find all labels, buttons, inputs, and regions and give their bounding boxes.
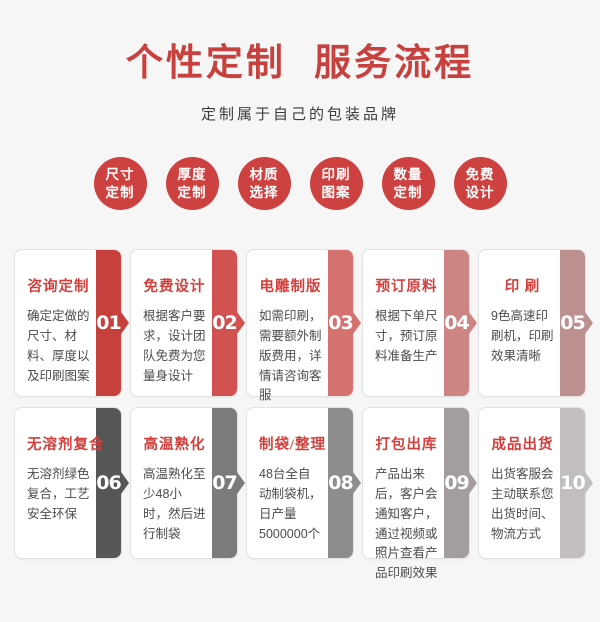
step-content: 印 刷 9色高速印刷机，印刷效果清晰	[479, 250, 560, 396]
arrow-right-icon	[469, 472, 477, 495]
step-title: 无溶剂复合	[27, 437, 105, 454]
step-number-bar	[96, 408, 121, 559]
step-content: 预订原料根据下单尺寸，预订原料准备生产	[363, 250, 444, 396]
feature-circle: 尺寸定制	[93, 157, 147, 211]
feature-circle-line2: 图案	[321, 184, 351, 200]
step-number-bar	[444, 250, 469, 397]
step-content: 成品出货出货客服会主动联系您出货时间、物流方式	[479, 408, 560, 558]
arrow-right-icon	[237, 472, 245, 495]
step-title: 免费设计	[143, 279, 206, 296]
step-description: 48台全自动制袋机，日产量5000000个	[259, 467, 322, 541]
step-number: 02	[212, 312, 237, 335]
step-number: 01	[96, 312, 121, 335]
step-description: 如需印刷，需要额外制版费用，详情请咨询客服	[259, 309, 322, 403]
feature-circle: 免费设计	[453, 157, 507, 211]
step-description: 9色高速印刷机，印刷效果清晰	[491, 309, 554, 363]
feature-circle: 数量定制	[381, 157, 435, 211]
feature-circle-line2: 定制	[105, 184, 135, 200]
feature-circle-line1: 尺寸	[105, 167, 135, 183]
arrow-right-icon	[585, 472, 593, 495]
step-description: 根据客户要求，设计团队免费为您量身设计	[143, 309, 206, 383]
step-number-bar	[444, 408, 469, 559]
step-content: 打包出库产品出来后，客户会通知客户，通过视频或照片查看产品印刷效果	[363, 408, 444, 580]
feature-circle: 印刷图案	[309, 157, 363, 211]
step-title: 咨询定制	[27, 279, 90, 296]
step-content: 咨询定制确定定做的尺寸、材料、厚度以及印刷图案	[15, 250, 96, 396]
step-card: 05 印 刷 9色高速印刷机，印刷效果清晰	[478, 249, 593, 398]
feature-circles: 尺寸定制厚度定制材质选择印刷图案数量定制免费设计	[0, 157, 600, 211]
step-number: 07	[212, 472, 237, 495]
step-description: 根据下单尺寸，预订原料准备生产	[375, 309, 438, 363]
feature-circle-line1: 免费	[465, 167, 495, 183]
step-number-bar	[560, 250, 585, 397]
step-number-bar	[212, 250, 237, 397]
header: 个性定制 服务流程 定制属于自己的包装品牌	[0, 0, 600, 124]
arrow-right-icon	[585, 312, 593, 335]
feature-circle-line2: 选择	[249, 184, 279, 200]
step-number-bar	[212, 408, 237, 559]
step-number: 03	[328, 312, 353, 335]
step-title: 打包出库	[375, 437, 438, 454]
step-number: 04	[444, 312, 469, 335]
feature-circle: 材质选择	[237, 157, 291, 211]
step-number-bar	[560, 408, 585, 559]
feature-circle-line2: 定制	[177, 184, 207, 200]
arrow-right-icon	[237, 312, 245, 335]
step-title: 电雕制版	[259, 279, 322, 296]
step-card: 08 制袋/整理 48台全自动制袋机，日产量5000000个	[246, 407, 361, 560]
step-number-bar	[328, 408, 353, 559]
step-number-bar	[328, 250, 353, 397]
arrow-right-icon	[469, 312, 477, 335]
page-title: 个性定制 服务流程	[125, 43, 475, 84]
step-number: 10	[560, 472, 585, 495]
step-number: 06	[96, 472, 121, 495]
feature-circle-line1: 印刷	[321, 167, 351, 183]
step-content: 高温熟化高温熟化至少48小时，然后进行制袋	[131, 408, 212, 558]
step-title: 制袋/整理	[259, 437, 327, 454]
step-content: 电雕制版如需印刷，需要额外制版费用，详情请咨询客服	[247, 250, 328, 402]
step-title: 印 刷	[504, 279, 541, 296]
step-description: 出货客服会主动联系您出货时间、物流方式	[491, 467, 554, 541]
feature-circle-line1: 厚度	[177, 167, 207, 183]
step-description: 无溶剂绿色复合，工艺安全环保	[27, 467, 90, 521]
feature-circle-line1: 数量	[393, 167, 423, 183]
step-title: 高温熟化	[143, 437, 206, 454]
step-description: 确定定做的尺寸、材料、厚度以及印刷图案	[27, 309, 90, 383]
page-subtitle: 定制属于自己的包装品牌	[200, 106, 399, 124]
step-title: 预订原料	[375, 279, 438, 296]
step-content: 制袋/整理 48台全自动制袋机，日产量5000000个	[247, 408, 328, 558]
feature-circle-line1: 材质	[249, 167, 279, 183]
arrow-right-icon	[353, 312, 361, 335]
step-content: 无溶剂复合无溶剂绿色复合，工艺安全环保	[15, 408, 105, 558]
step-number-bar	[96, 250, 121, 397]
arrow-right-icon	[121, 472, 129, 495]
arrow-right-icon	[121, 312, 129, 335]
feature-circle: 厚度定制	[165, 157, 219, 211]
step-description: 产品出来后，客户会通知客户，通过视频或照片查看产品印刷效果	[375, 467, 438, 581]
step-number: 09	[444, 472, 469, 495]
arrow-right-icon	[353, 472, 361, 495]
step-title: 成品出货	[491, 437, 554, 454]
step-content: 免费设计根据客户要求，设计团队免费为您量身设计	[131, 250, 212, 396]
step-description: 高温熟化至少48小时，然后进行制袋	[143, 467, 206, 541]
feature-circle-line2: 设计	[465, 184, 495, 200]
step-number: 05	[560, 312, 585, 335]
feature-circle-line2: 定制	[393, 184, 423, 200]
step-number: 08	[328, 472, 353, 495]
